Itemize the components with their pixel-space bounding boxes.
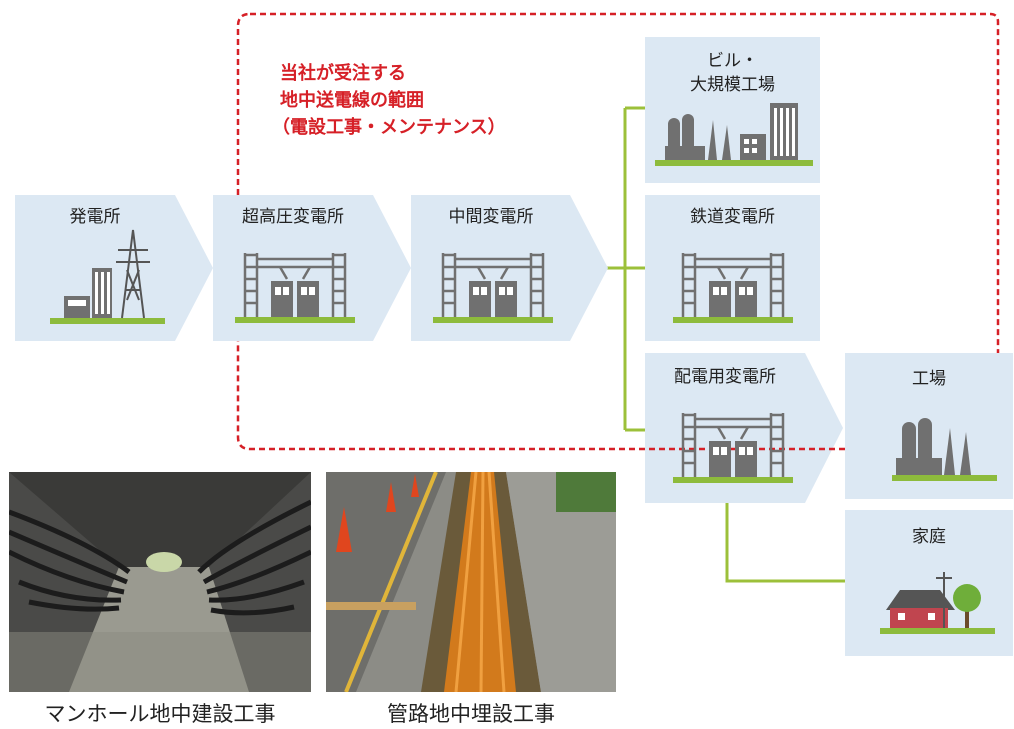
node-power-plant-label: 発電所 <box>69 207 121 227</box>
node-power-plant: 発電所 <box>15 206 175 236</box>
node-distribution-substation: 配電用変電所 <box>645 366 805 396</box>
node-factory: 工場 <box>845 368 1013 398</box>
node-distribution-substation-label: 配電用変電所 <box>674 367 776 387</box>
connector-to-home <box>725 500 845 583</box>
node-home-label: 家庭 <box>912 527 946 547</box>
branch-connectors <box>605 106 845 583</box>
node-building: ビル・ 大規模工場 <box>645 50 820 100</box>
scope-title-line1: 当社が受注する <box>280 63 406 84</box>
scope-title-line2: 地中送電線の範囲 <box>280 90 424 111</box>
scope-boundary <box>236 12 1000 451</box>
node-home: 家庭 <box>845 526 1013 556</box>
manhole-caption: マンホール地中建設工事 <box>44 702 276 726</box>
node-building-label-line1: ビル・ <box>707 51 758 71</box>
conduit-caption: 管路地中埋設工事 <box>387 702 555 726</box>
node-intermediate-substation: 中間変電所 <box>411 206 571 236</box>
building-factory-icon <box>655 103 813 166</box>
node-railway-substation: 鉄道変電所 <box>645 206 820 236</box>
node-intermediate-substation-label: 中間変電所 <box>448 207 534 227</box>
conduit-photo <box>326 472 616 692</box>
node-building-label-line2: 大規模工場 <box>690 75 775 95</box>
node-ultra-high-substation: 超高圧変電所 <box>213 206 373 236</box>
home-icon <box>880 572 995 634</box>
factory-icon <box>892 418 997 481</box>
manhole-photo <box>9 472 311 692</box>
scope-title: 当社が受注する 地中送電線の範囲 （電設工事・メンテナンス） <box>272 60 506 141</box>
power-plant-icon <box>50 229 165 324</box>
scope-title-line3: （電設工事・メンテナンス） <box>272 117 506 138</box>
node-railway-substation-label: 鉄道変電所 <box>690 207 775 227</box>
node-factory-label: 工場 <box>912 369 946 389</box>
node-ultra-high-substation-label: 超高圧変電所 <box>242 207 344 227</box>
